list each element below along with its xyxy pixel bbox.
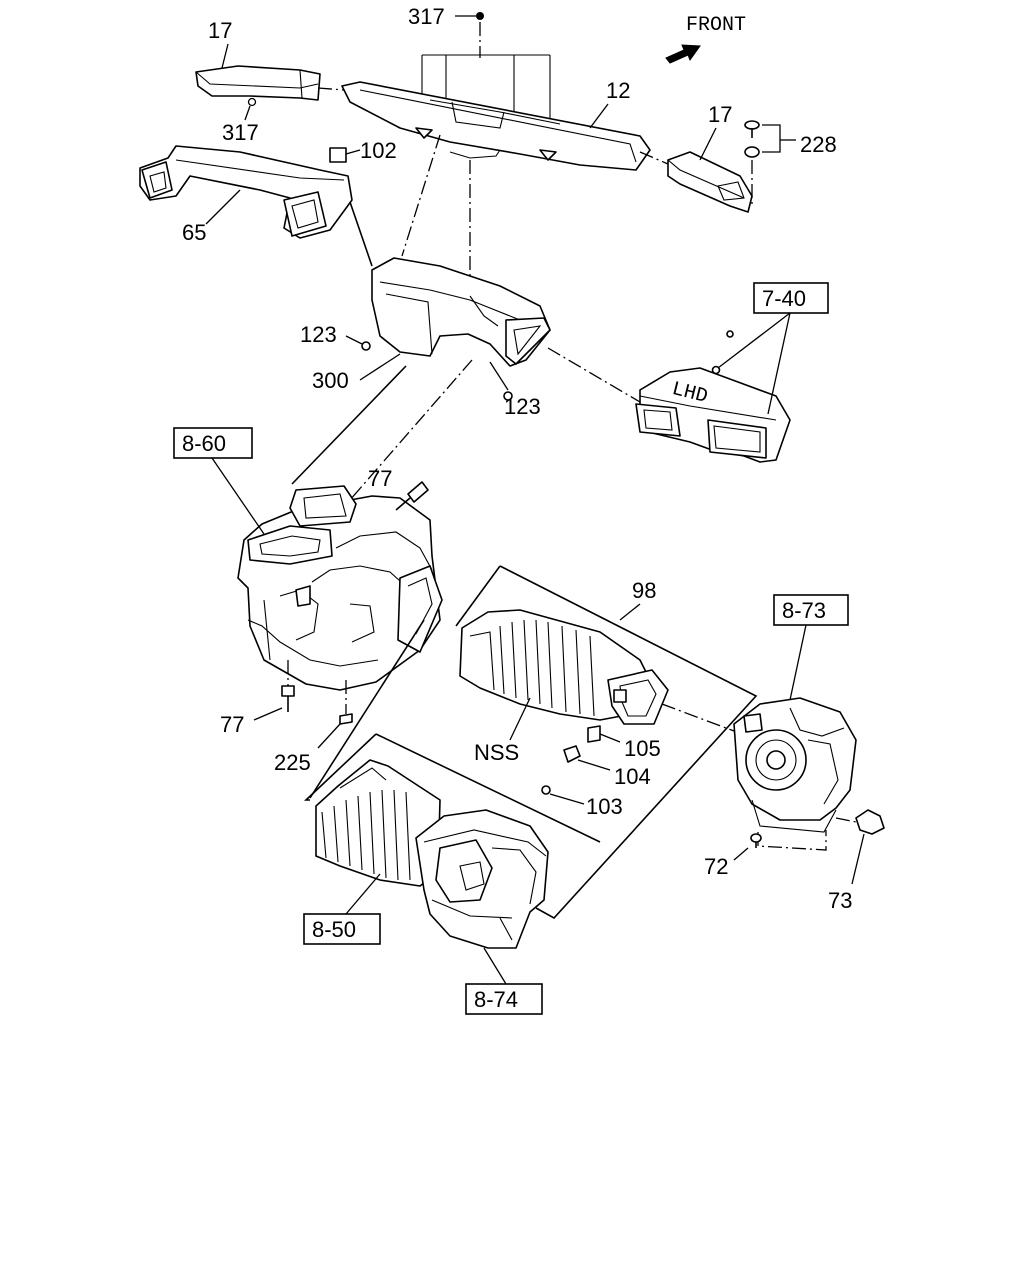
callout-65-group: 65 <box>182 189 241 245</box>
callout-317-left: 317 <box>222 120 259 145</box>
connector-duct-98 <box>459 609 743 735</box>
pad-102: 102 <box>329 138 397 163</box>
callout-104: 104 <box>614 764 651 789</box>
callout-12-group: 12 <box>589 78 630 129</box>
callout-98-group: 98 <box>619 578 656 621</box>
air-intake-unit <box>415 809 549 949</box>
callout-228: 228 <box>800 132 837 157</box>
ref-8-60-group: 8-60 <box>173 427 265 535</box>
front-label: FRONT <box>686 14 746 37</box>
callout-nss-group: NSS <box>474 697 531 765</box>
callout-17-left: 17 <box>208 18 232 43</box>
duct-98-frame <box>303 565 758 920</box>
callout-123-right-group: 123 <box>489 361 541 419</box>
bolt-317-top: 317 <box>408 4 484 58</box>
center-defroster-duct <box>341 81 651 171</box>
clip-105: 105 <box>587 725 661 761</box>
bolt-77-bottom: 77 <box>220 660 295 737</box>
clip-104: 104 <box>563 745 651 789</box>
guide-line-f <box>335 359 473 517</box>
callout-317-top: 317 <box>408 4 445 29</box>
callout-nss: NSS <box>474 740 519 765</box>
callout-73: 73 <box>828 888 852 913</box>
rear-floor-duct <box>139 145 353 239</box>
ref-8-50: 8-50 <box>312 917 356 942</box>
guide-line-e <box>291 365 407 485</box>
front-arrow-icon <box>665 44 701 64</box>
lhd-vent-duct: LHD <box>635 365 791 463</box>
callout-123-left-group: 123 <box>300 322 371 351</box>
ref-7-40: 7-40 <box>762 286 806 311</box>
screws-228: 228 <box>744 120 837 204</box>
ref-8-74-group: 8-74 <box>465 947 543 1015</box>
ref-8-60: 8-60 <box>182 431 226 456</box>
ref-8-73-group: 8-73 <box>773 594 849 701</box>
ref-8-73: 8-73 <box>782 598 826 623</box>
callout-77-bottom: 77 <box>220 712 244 737</box>
callout-98: 98 <box>632 578 656 603</box>
callout-103: 103 <box>586 794 623 819</box>
callout-317-left-group: 317 <box>222 97 259 145</box>
callout-65: 65 <box>182 220 206 245</box>
callout-300: 300 <box>312 368 349 393</box>
clip-103: 103 <box>541 785 623 819</box>
ref-7-40-group: 7-40 <box>717 282 829 415</box>
guide-line-d <box>547 347 641 403</box>
ref-8-74: 8-74 <box>474 987 518 1012</box>
bellows-duct <box>315 759 441 887</box>
callout-17-left-group: 17 <box>208 18 232 69</box>
callout-105: 105 <box>624 736 661 761</box>
callout-300-group: 300 <box>312 353 401 393</box>
clip-73: 73 <box>828 809 885 913</box>
clip-225: 225 <box>274 680 353 775</box>
callout-225: 225 <box>274 750 311 775</box>
callout-77-top: 77 <box>368 466 392 491</box>
callout-72: 72 <box>704 854 728 879</box>
callout-17-right: 17 <box>708 102 732 127</box>
front-direction-indicator: FRONT <box>665 14 746 64</box>
guide-line-a <box>401 134 441 257</box>
guide-line-c <box>349 201 373 267</box>
callout-12: 12 <box>606 78 630 103</box>
blower-unit <box>733 697 857 851</box>
callout-123-left: 123 <box>300 322 337 347</box>
left-side-vent-duct <box>195 65 345 101</box>
bolt-77-top: 77 <box>368 466 429 511</box>
screw-72: 72 <box>704 833 762 879</box>
ref-8-50-group: 8-50 <box>303 873 381 945</box>
callout-123-right: 123 <box>504 394 541 419</box>
distribution-duct-300 <box>371 257 551 367</box>
heater-unit <box>237 485 443 691</box>
callout-102: 102 <box>360 138 397 163</box>
fastener-leader-bracket <box>421 54 551 145</box>
callout-17-right-group: 17 <box>699 102 732 161</box>
right-side-vent-duct <box>639 151 753 213</box>
